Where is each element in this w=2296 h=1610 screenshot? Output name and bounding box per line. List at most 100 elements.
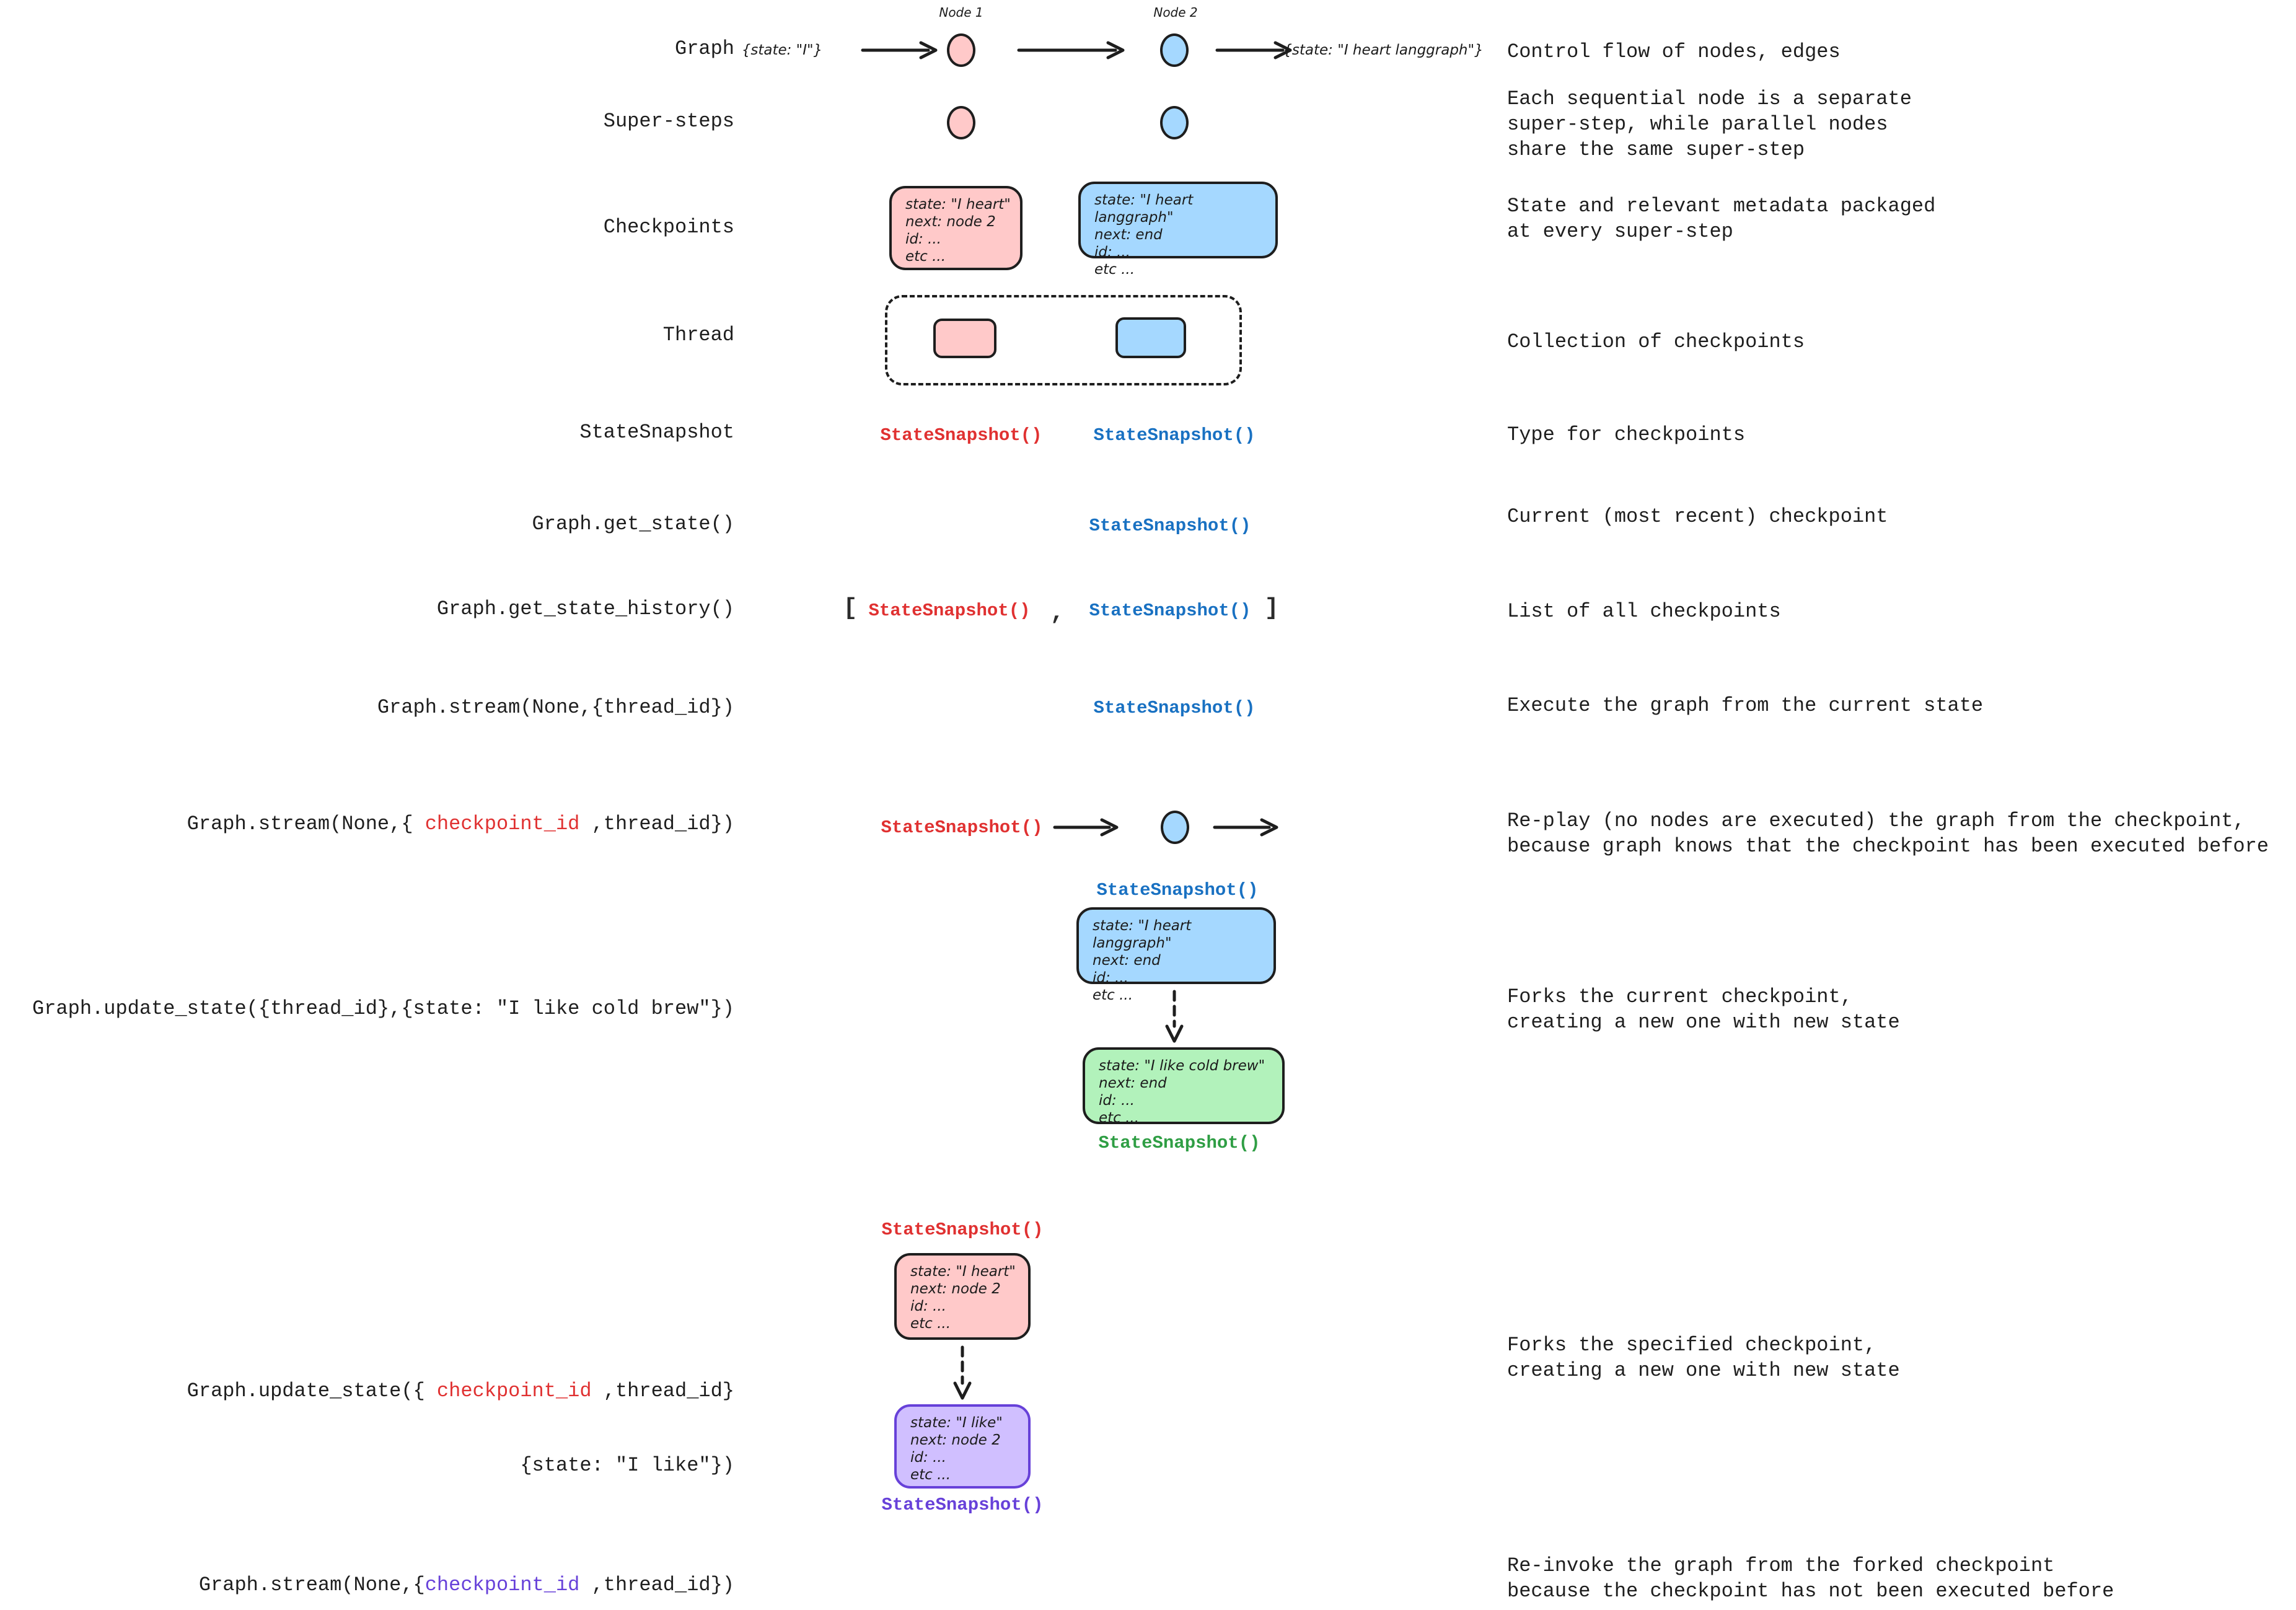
- desc-checkpoints: State and relevant metadata packaged at …: [1507, 195, 1936, 243]
- row-label-graph: Graph: [675, 37, 734, 61]
- card-line: id: ...: [1093, 970, 1128, 986]
- desc-graph: Control flow of nodes, edges: [1507, 40, 1841, 63]
- card-line: etc ...: [910, 1467, 951, 1483]
- fork-current-source-card: state: "I heart langgraph" next: end id:…: [1076, 907, 1276, 1003]
- comma: ,: [1050, 600, 1065, 627]
- row-label-get-state-history-text: Graph.get_state_history(): [436, 597, 734, 620]
- thread-checkpoint-blue: [1115, 317, 1186, 358]
- card-line: state: "I like cold brew": [1099, 1058, 1265, 1074]
- update-state-line1: Graph.update_state({ checkpoint_id ,thre…: [187, 1379, 734, 1404]
- desc-statesnapshot: Type for checkpoints: [1507, 423, 1746, 446]
- desc-update-state-checkpoint: Forks the specified checkpoint, creating…: [1507, 1334, 1900, 1382]
- fork-specified-new-card: state: "I like" next: node 2 id: ... etc…: [894, 1404, 1031, 1489]
- card-line: state: "I heart": [905, 196, 1011, 213]
- history-snapshot-blue: StateSnapshot(): [1089, 600, 1251, 621]
- fork-specified-source-label: StateSnapshot(): [881, 1220, 1044, 1240]
- node1-label: Node 1: [939, 5, 983, 20]
- row-label-stream-thread-text: Graph.stream(None,{thread_id}): [377, 696, 734, 719]
- desc-stream-thread: Execute the graph from the current state: [1507, 694, 1984, 717]
- code-segment: Graph.update_state({: [187, 1379, 437, 1402]
- arrow-right-icon: [861, 41, 938, 59]
- row-label-stream-checkpoint: Graph.stream(None,{ checkpoint_id ,threa…: [187, 812, 734, 837]
- card-line: next: end: [1099, 1075, 1167, 1091]
- desc-get-state-history: List of all checkpoints: [1507, 600, 1781, 623]
- row-label-stream-forked: Graph.stream(None,{checkpoint_id ,thread…: [199, 1573, 734, 1598]
- card-line: state: "I heart": [910, 1264, 1016, 1280]
- card-line: id: ...: [1099, 1093, 1135, 1109]
- row-label-checkpoints: Checkpoints: [604, 215, 734, 240]
- row-label-get-state-text: Graph.get_state(): [532, 512, 734, 535]
- code-segment: {state: "I like"}): [520, 1454, 734, 1477]
- checkpoint-card-langgraph: state: "I heart langgraph" next: end id:…: [1078, 182, 1278, 278]
- card-line: etc ...: [1093, 987, 1133, 1003]
- arrow-right-icon: [1017, 41, 1125, 59]
- card-line: id: ...: [905, 231, 941, 247]
- history-snapshot-red: StateSnapshot(): [868, 600, 1031, 621]
- thread-dashed-box: [885, 295, 1242, 385]
- checkpoint-id-red: checkpoint_id: [436, 1379, 592, 1402]
- card-line: next: node 2: [910, 1432, 1001, 1448]
- row-label-thread-text: Thread: [662, 323, 734, 346]
- statesnapshot-blue: StateSnapshot(): [1093, 425, 1256, 446]
- get-state-result: StateSnapshot(): [1089, 516, 1251, 536]
- card-line: state: "I heart langgraph": [1093, 918, 1192, 951]
- card-line: etc ...: [1094, 262, 1135, 278]
- arrow-right-icon: [1053, 818, 1119, 837]
- code-segment: Graph.stream(None,{: [187, 812, 425, 835]
- card-line: next: end: [1094, 227, 1163, 243]
- superstep-node1-circle: [947, 106, 975, 139]
- fork-current-new-label: StateSnapshot(): [1098, 1133, 1260, 1153]
- row-label-get-state: Graph.get_state(): [532, 512, 734, 537]
- card-line: etc ...: [905, 249, 946, 265]
- card-line: next: node 2: [905, 214, 996, 230]
- card-line: id: ...: [910, 1449, 946, 1466]
- arrow-right-icon: [1213, 818, 1278, 837]
- row-label-statesnapshot: StateSnapshot: [579, 420, 734, 445]
- desc-stream-checkpoint: Re-play (no nodes are executed) the grap…: [1507, 809, 2269, 858]
- bracket-open: [: [843, 595, 858, 622]
- card-line: etc ...: [910, 1316, 951, 1332]
- row-label-get-state-history: Graph.get_state_history(): [437, 597, 734, 622]
- card-line: state: "I like": [910, 1415, 1003, 1431]
- row-label-update-state-thread-text: Graph.update_state({thread_id},{state: "…: [32, 997, 734, 1020]
- update-state-line2: {state: "I like"}): [187, 1453, 734, 1478]
- flow-output-state: {state: "I heart langgraph"}: [1283, 42, 1484, 58]
- card-line: id: ...: [1094, 244, 1130, 260]
- superstep-node2-circle: [1160, 106, 1189, 139]
- card-line: etc ...: [1099, 1110, 1140, 1126]
- desc-stream-forked: Re-invoke the graph from the forked chec…: [1507, 1554, 2114, 1603]
- fork-arrow-down-icon: [1165, 990, 1184, 1043]
- card-line: next: end: [1093, 952, 1161, 969]
- node2-label: Node 2: [1153, 5, 1198, 20]
- stream-thread-result: StateSnapshot(): [1093, 698, 1256, 718]
- row-label-update-state-checkpoint: Graph.update_state({ checkpoint_id ,thre…: [187, 1329, 734, 1528]
- fork-specified-source-card: state: "I heart" next: node 2 id: ... et…: [894, 1253, 1031, 1340]
- bracket-close: ]: [1264, 595, 1279, 622]
- code-segment: Graph.stream(None,{: [198, 1573, 425, 1596]
- card-line: next: node 2: [910, 1281, 1001, 1297]
- replay-node-circle: [1161, 811, 1189, 844]
- row-label-statesnapshot-text: StateSnapshot: [579, 421, 734, 444]
- replay-snapshot-red: StateSnapshot(): [881, 817, 1043, 838]
- code-segment: ,thread_id}: [591, 1379, 734, 1402]
- desc-thread: Collection of checkpoints: [1507, 330, 1805, 353]
- row-label-update-state-thread: Graph.update_state({thread_id},{state: "…: [32, 996, 734, 1021]
- desc-super-steps: Each sequential node is a separate super…: [1507, 87, 1912, 161]
- node1-circle: [947, 33, 975, 67]
- statesnapshot-red: StateSnapshot(): [880, 425, 1042, 446]
- row-label-super-steps-text: Super-steps: [603, 110, 734, 133]
- node2-circle: [1160, 33, 1189, 67]
- code-segment: ,thread_id}): [579, 812, 734, 835]
- flow-input-state: {state: "I"}: [741, 42, 823, 58]
- checkpoint-id-red: checkpoint_id: [424, 812, 580, 835]
- row-label-checkpoints-text: Checkpoints: [603, 216, 734, 239]
- card-line: state: "I heart langgraph": [1094, 192, 1194, 226]
- fork-current-new-card: state: "I like cold brew" next: end id: …: [1083, 1047, 1285, 1126]
- desc-update-state-thread: Forks the current checkpoint, creating a…: [1507, 985, 1900, 1034]
- code-segment: ,thread_id}): [579, 1573, 734, 1596]
- row-label-graph-text: Graph: [674, 37, 734, 60]
- checkpoint-card-heart: state: "I heart" next: node 2 id: ... et…: [889, 186, 1023, 270]
- row-label-super-steps: Super-steps: [604, 109, 734, 134]
- fork-arrow-down-icon: [953, 1345, 972, 1400]
